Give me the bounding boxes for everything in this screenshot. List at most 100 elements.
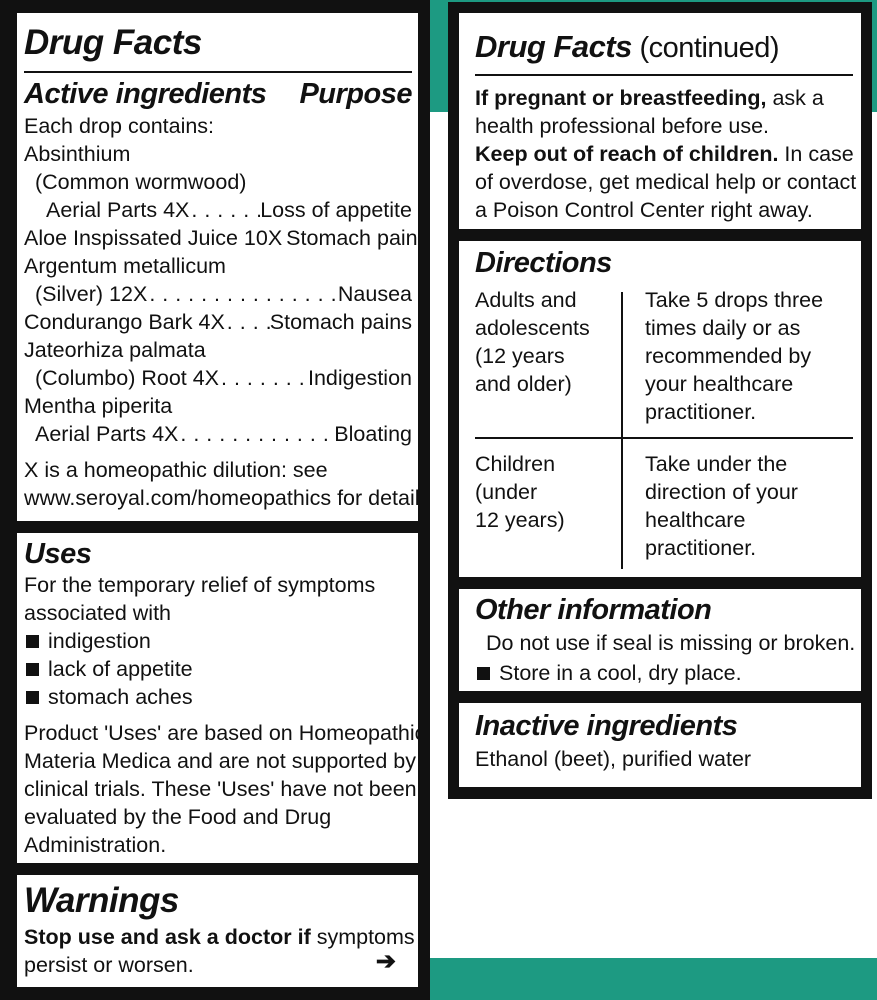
ingredient-list: Absinthium(Common wormwood)Aerial Parts … <box>24 140 418 448</box>
what-line: healthcare <box>645 508 746 532</box>
uses-bullet: indigestion <box>24 627 412 655</box>
directions-row-divider <box>475 437 853 439</box>
what-line: Take under the <box>645 452 788 476</box>
other-information-title: Other information <box>475 594 712 626</box>
disclaimer-line: evaluated by the Food and Drug <box>24 805 332 829</box>
ingredient-purpose: Indigestion <box>308 366 412 390</box>
disclaimer-line: Administration. <box>24 833 167 857</box>
disclaimer-line: Materia Medica and are not supported by <box>24 749 417 773</box>
ingredient-row: (Silver) 12X. . . . . . . . . . . . . . … <box>24 280 412 308</box>
ingredient-row: Aloe Inspissated Juice 10X. . . . .Stoma… <box>24 224 418 252</box>
dilution-note: X is a homeopathic dilution: see www.ser… <box>24 456 418 512</box>
ingredient-name-line: Jateorhiza palmata <box>24 338 206 362</box>
other-information-box: Other information Do not use if seal is … <box>459 589 861 691</box>
pregnant-line: health professional before use. <box>475 114 770 138</box>
ingredient-name-line: Argentum metallicum <box>24 254 226 278</box>
ingredient-name: Aerial Parts 4X <box>35 422 179 446</box>
who-line: (under <box>475 480 538 504</box>
continued-rule <box>475 74 853 76</box>
bullet-square-icon <box>26 662 39 676</box>
active-ingredients-heading: Active ingredients <box>24 78 267 110</box>
each-drop-text: Each drop contains: <box>24 114 215 138</box>
directions-box: Directions Adults and adolescents (12 ye… <box>459 241 861 577</box>
what-line: direction of your <box>645 480 798 504</box>
dilution-note-line: www.seroyal.com/homeopathics for details… <box>24 486 418 510</box>
directions-row-children-who: Children (under 12 years) <box>475 450 565 534</box>
ingredient-row: Condurango Bark 4X. . . . . .Stomach pai… <box>24 308 412 336</box>
ingredient-name: (Columbo) Root 4X <box>35 366 220 390</box>
ingredient-purpose: Stomach pains <box>286 226 418 250</box>
ingredient-row: (Columbo) Root 4X. . . . . . . . . . . .… <box>24 364 412 392</box>
ingredient-name: Aerial Parts 4X <box>46 198 190 222</box>
who-line: 12 years) <box>475 508 565 532</box>
ingredient-name-line: Mentha piperita <box>24 394 173 418</box>
other-bullet: Do not use if seal is missing or broken. <box>486 631 856 655</box>
who-line: Adults and <box>475 288 577 312</box>
uses-box: Uses For the temporary relief of symptom… <box>17 533 418 863</box>
who-line: and older) <box>475 372 572 396</box>
who-line: (12 years <box>475 344 565 368</box>
directions-title: Directions <box>475 247 612 279</box>
what-line: Take 5 drops three <box>645 288 824 312</box>
keep-away-line: of overdose, get medical help or contact <box>475 170 857 194</box>
drug-facts-right-panel: Drug Facts (continued) If pregnant or br… <box>448 2 872 799</box>
keep-away-line: Keep out of reach of children. In case <box>475 142 854 166</box>
what-line: practitioner. <box>645 400 757 424</box>
ingredient-name-line: Absinthium <box>24 142 131 166</box>
other-bullet: Store in a cool, dry place. <box>475 659 853 687</box>
uses-intro-line: associated with <box>24 601 171 625</box>
warnings-box: Warnings Stop use and ask a doctor if sy… <box>17 875 418 987</box>
ingredient-row: Aerial Parts 4X. . . . . . . . . .Loss o… <box>24 196 412 224</box>
warnings-line: persist or worsen. <box>24 953 194 977</box>
directions-column-divider <box>621 292 623 569</box>
dot-leader: . . . . . . . . . . . . . . . . . . . <box>180 422 334 446</box>
keep-away-line: a Poison Control Center right away. <box>475 198 813 222</box>
uses-disclaimer: Product 'Uses' are based on Homeopathic … <box>24 719 418 859</box>
dot-leader: . . . . . . . . . . . . . <box>221 366 308 390</box>
ingredient-name-line: (Common wormwood) <box>35 170 247 194</box>
pregnant-line: If pregnant or breastfeeding, ask a <box>475 86 824 110</box>
ingredient-purpose: Stomach pains <box>269 310 412 334</box>
drug-facts-left-panel: Drug Facts Active ingredients Purpose Ea… <box>0 0 430 1000</box>
uses-intro-line: For the temporary relief of symptoms <box>24 573 376 597</box>
ingredient-purpose: Nausea <box>337 282 412 306</box>
who-line: Children <box>475 452 556 476</box>
disclaimer-line: clinical trials. These 'Uses' have not b… <box>24 777 417 801</box>
who-line: adolescents <box>475 316 590 340</box>
uses-bullet: lack of appetite <box>24 655 412 683</box>
directions-row-children-what: Take under the direction of your healthc… <box>645 450 798 562</box>
uses-title: Uses <box>24 538 92 570</box>
ingredient-name: Condurango Bark 4X <box>24 310 225 334</box>
dot-leader: . . . . . . . . . . . . . . . . . . . . … <box>149 282 338 306</box>
dot-leader: . . . . . . . . . . <box>191 198 260 222</box>
uses-bullet: stomach aches <box>24 683 412 711</box>
warnings-line: Stop use and ask a doctor if symptoms <box>24 925 415 949</box>
ingredient-name: Aloe Inspissated Juice 10X <box>24 226 283 250</box>
bullet-square-icon <box>26 690 39 704</box>
warnings-title: Warnings <box>24 881 179 920</box>
ingredient-row: Aerial Parts 4X. . . . . . . . . . . . .… <box>24 420 412 448</box>
dot-leader: . . . . . . <box>226 310 270 334</box>
disclaimer-line: Product 'Uses' are based on Homeopathic <box>24 721 418 745</box>
continue-arrow-icon: ➔ <box>375 948 396 975</box>
ingredient-name: (Silver) 12X <box>35 282 148 306</box>
bullet-square-icon <box>477 666 490 680</box>
directions-row-adults-what: Take 5 drops three times daily or as rec… <box>645 286 823 426</box>
what-line: your healthcare <box>645 372 794 396</box>
dilution-note-line: X is a homeopathic dilution: see <box>24 458 328 482</box>
purpose-heading: Purpose <box>299 78 412 110</box>
drug-facts-title: Drug Facts <box>24 23 202 62</box>
inactive-ingredients-title: Inactive ingredients <box>475 710 738 742</box>
ingredient-purpose: Bloating <box>334 422 412 446</box>
inactive-ingredients-text: Ethanol (beet), purified water <box>475 747 752 771</box>
what-line: recommended by <box>645 344 812 368</box>
active-heading-row: Active ingredients Purpose <box>24 77 412 111</box>
continued-title: Drug Facts (continued) <box>475 29 780 64</box>
inactive-ingredients-box: Inactive ingredients Ethanol (beet), pur… <box>459 703 861 787</box>
directions-row-adults-who: Adults and adolescents (12 years and old… <box>475 286 590 398</box>
what-line: times daily or as <box>645 316 801 340</box>
title-rule <box>24 71 412 73</box>
what-line: practitioner. <box>645 536 757 560</box>
continued-box: Drug Facts (continued) If pregnant or br… <box>459 13 861 229</box>
bullet-square-icon <box>26 634 39 648</box>
